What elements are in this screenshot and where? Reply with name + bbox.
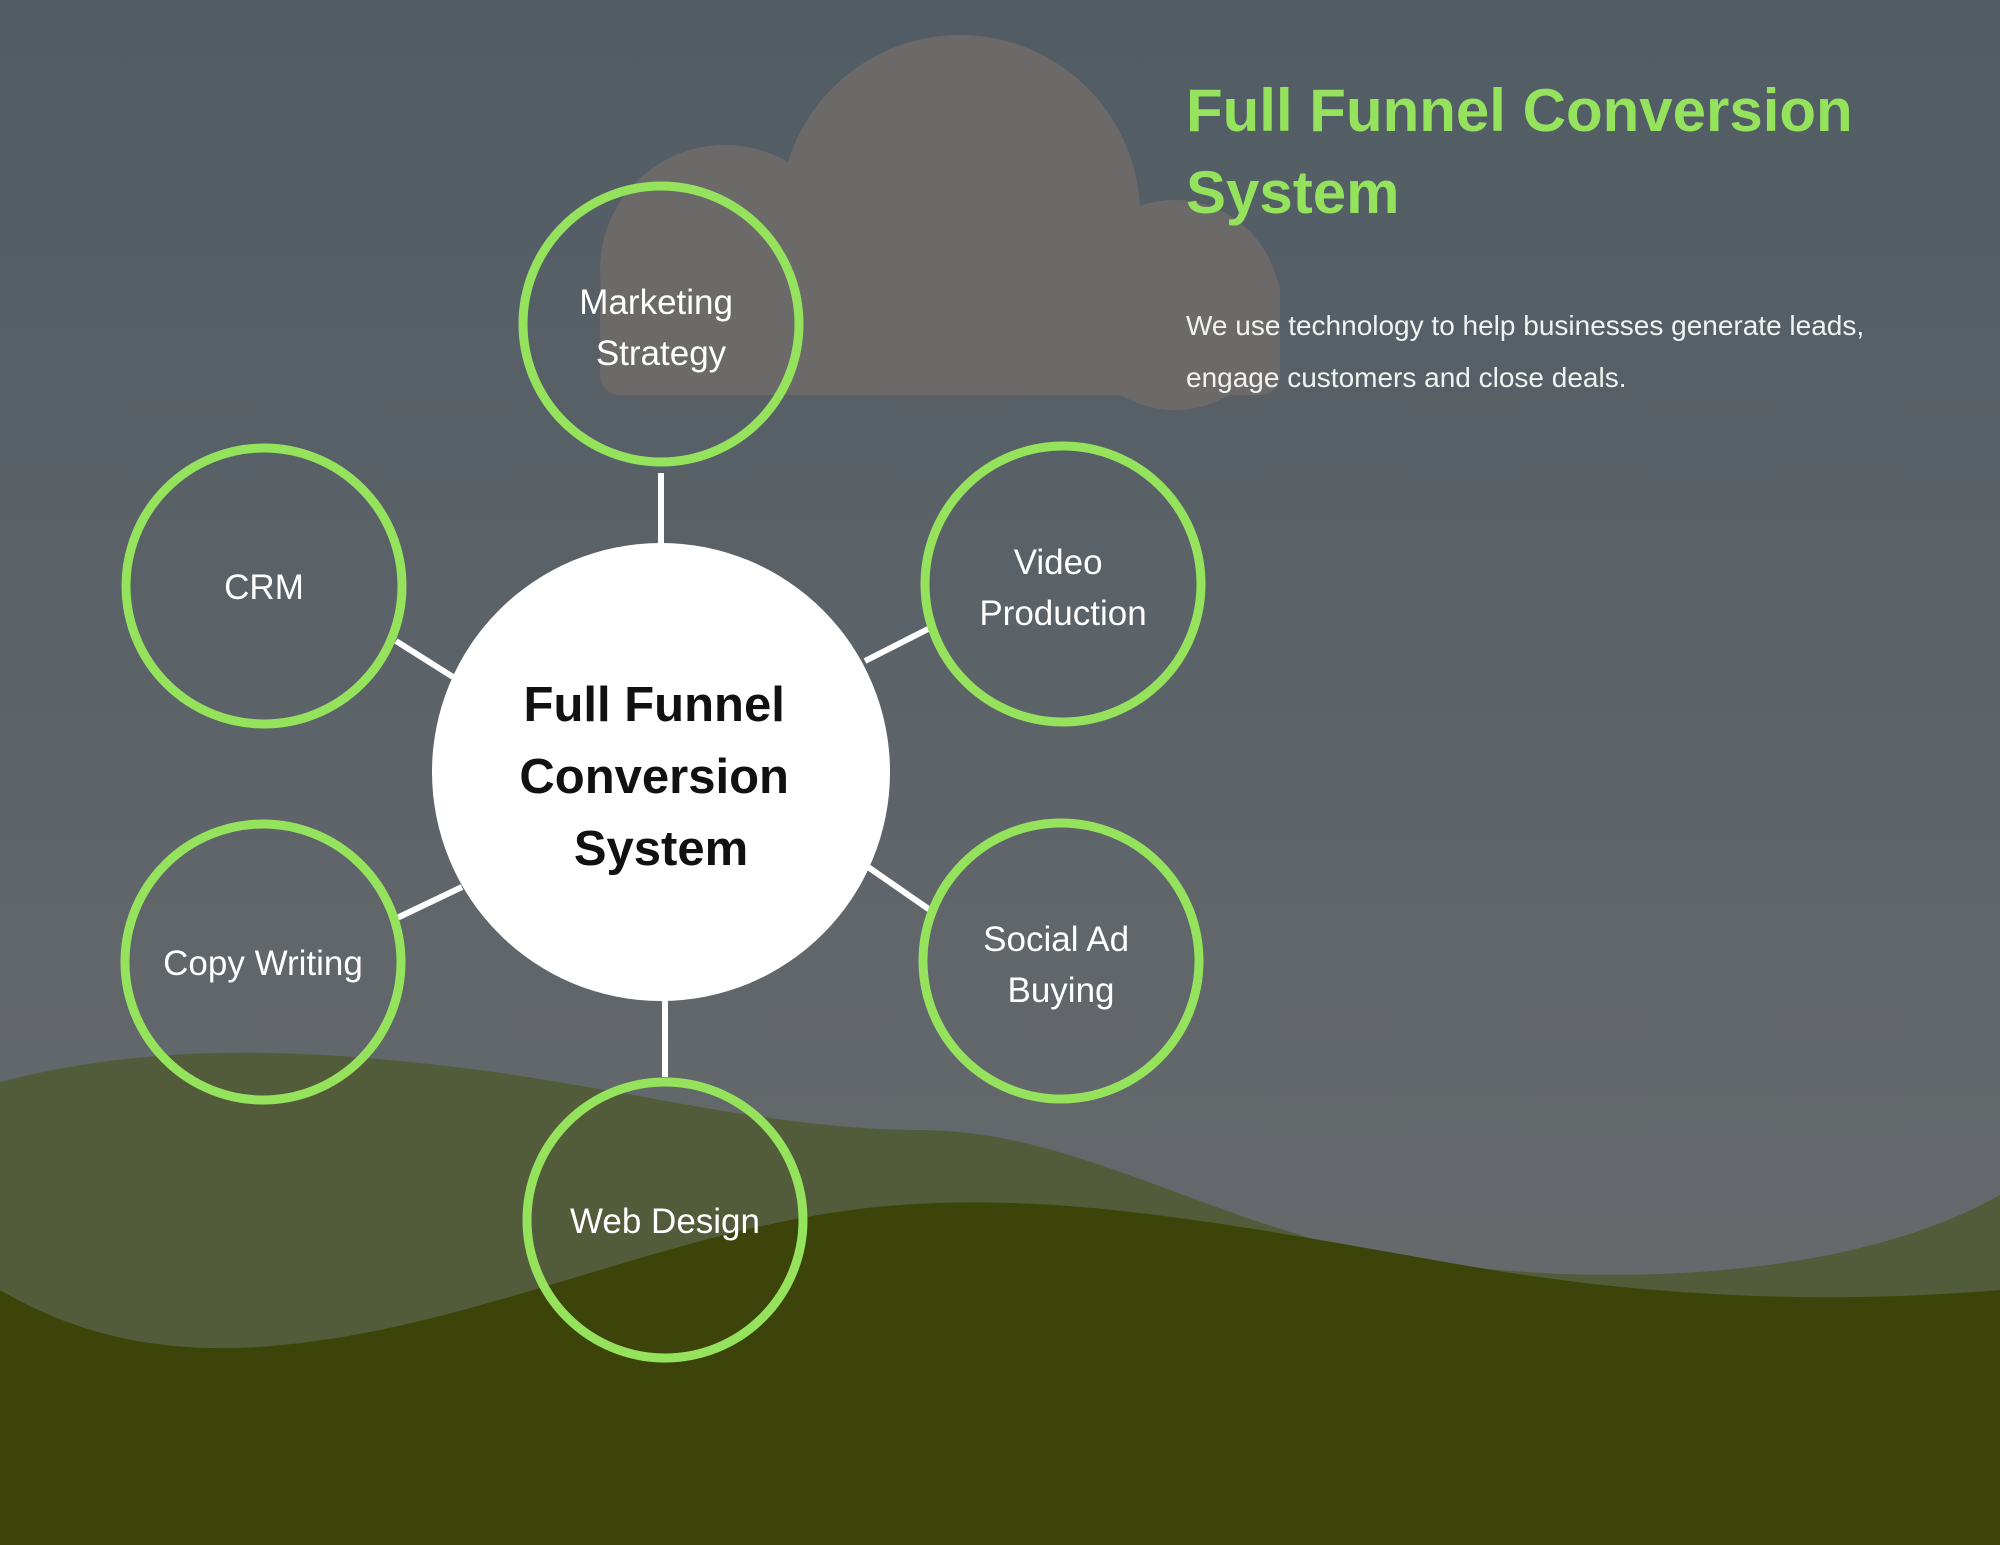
center-hub-circle — [432, 543, 890, 1001]
connector-social-ad-buying — [866, 864, 932, 913]
center-hub-label-line: System — [574, 822, 748, 876]
front-hill — [0, 1202, 2000, 1545]
node-label: Video Production — [979, 543, 1146, 633]
node-video-production: Video Production — [920, 441, 1206, 727]
node-label: Marketing Strategy — [579, 283, 742, 373]
connector-lines — [394, 473, 932, 1077]
center-hub-label-line: Conversion — [519, 750, 789, 804]
node-label: CRM — [224, 568, 304, 607]
node-label-line: Strategy — [596, 334, 727, 373]
node-label: Copy Writing — [163, 944, 363, 983]
connector-video-production — [863, 625, 932, 664]
node-ring — [522, 1077, 808, 1363]
connector-crm — [394, 638, 455, 680]
node-copy-writing: Copy Writing — [120, 819, 406, 1105]
node-label-line: CRM — [224, 568, 304, 607]
node-social-ad-buying: Social Ad Buying — [918, 818, 1204, 1104]
node-ring — [918, 818, 1204, 1104]
node-ring — [120, 819, 406, 1105]
center-hub: Full Funnel Conversion System — [432, 543, 890, 1001]
node-marketing-strategy: Marketing Strategy — [518, 181, 804, 467]
node-label-line: Marketing — [579, 283, 733, 322]
node-label-line: Production — [979, 594, 1146, 633]
connector-copy-writing — [395, 884, 464, 921]
node-crm: CRM — [121, 443, 407, 729]
node-label-line: Copy Writing — [163, 944, 363, 983]
cloud-shape — [600, 35, 1280, 410]
node-web-design: Web Design — [522, 1077, 808, 1363]
node-label-line: Web Design — [570, 1202, 760, 1241]
node-label: Web Design — [570, 1202, 760, 1241]
headline: Full Funnel Conversion System — [1186, 77, 1853, 226]
node-label-line: Social Ad — [983, 920, 1129, 959]
node-label-line: Buying — [1007, 971, 1114, 1010]
node-label-line: Video — [1014, 543, 1103, 582]
tagline: We use technology to help businesses gen… — [1186, 310, 1865, 393]
node-ring — [121, 443, 407, 729]
node-ring — [920, 441, 1206, 727]
center-hub-label-line: Full Funnel — [524, 678, 785, 732]
center-hub-label: Full Funnel Conversion System — [519, 678, 802, 876]
node-label: Social Ad Buying — [983, 920, 1139, 1010]
node-ring — [518, 181, 804, 467]
